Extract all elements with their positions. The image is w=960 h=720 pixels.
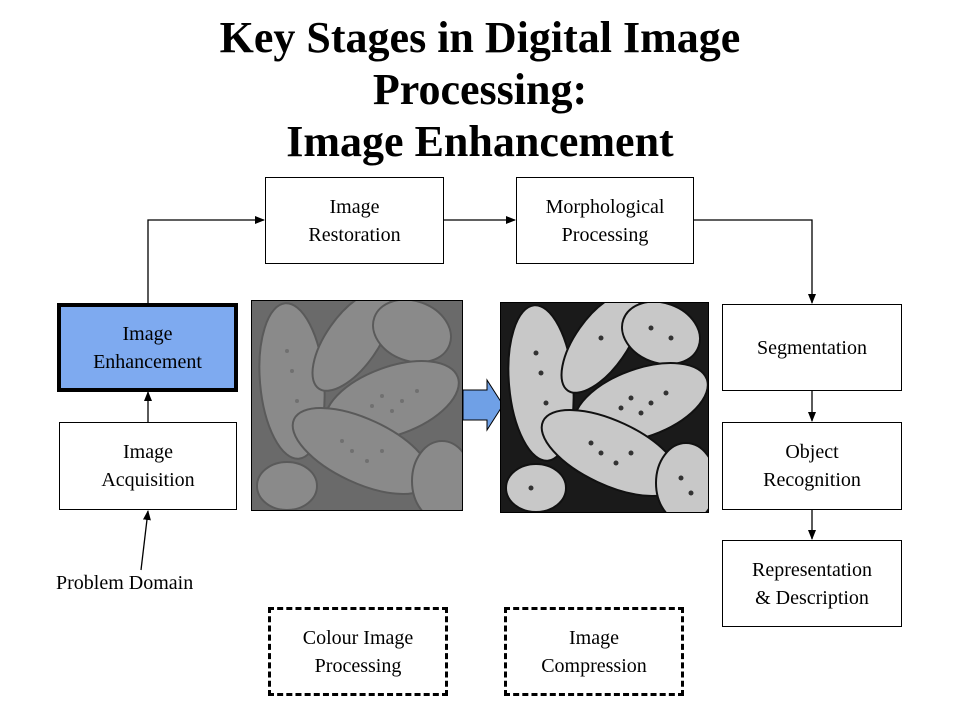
image-acquisition-label: Image Acquisition: [101, 441, 195, 491]
arrow-enhancement-to-restoration: [147, 216, 265, 304]
image-enhancement-label: Image Enhancement: [93, 322, 202, 373]
title-line-1: Key Stages in Digital Image: [219, 13, 741, 62]
image-enhancement-box: Image Enhancement: [57, 303, 238, 392]
arrow-morphological-to-segmentation: [694, 219, 816, 304]
representation-description-box: Representation & Description: [722, 540, 902, 627]
arrow-problem-domain-to-acquisition: [140, 510, 151, 571]
after-enhancement-image: [500, 302, 709, 513]
object-recognition-label: Object Recognition: [763, 441, 861, 491]
image-acquisition-box: Image Acquisition: [59, 422, 237, 510]
segmentation-box: Segmentation: [722, 304, 902, 391]
before-enhancement-image: [251, 300, 463, 511]
colour-image-processing-box: Colour Image Processing: [268, 607, 448, 696]
problem-domain-label: Problem Domain: [56, 572, 194, 594]
image-compression-box: Image Compression: [504, 607, 684, 696]
morphological-processing-box: Morphological Processing: [516, 177, 694, 264]
page-title: Key Stages in Digital Image Processing: …: [0, 12, 960, 168]
object-recognition-box: Object Recognition: [722, 422, 902, 510]
colour-image-processing-label: Colour Image Processing: [302, 626, 414, 677]
image-restoration-label: Image Restoration: [308, 195, 401, 246]
morphological-processing-label: Morphological Processing: [545, 195, 665, 246]
title-line-3: Image Enhancement: [286, 117, 674, 166]
segmentation-label: Segmentation: [757, 336, 867, 359]
image-compression-label: Image Compression: [541, 626, 647, 677]
image-restoration-box: Image Restoration: [265, 177, 444, 264]
representation-description-label: Representation & Description: [752, 558, 872, 609]
title-line-2: Processing:: [372, 65, 588, 114]
